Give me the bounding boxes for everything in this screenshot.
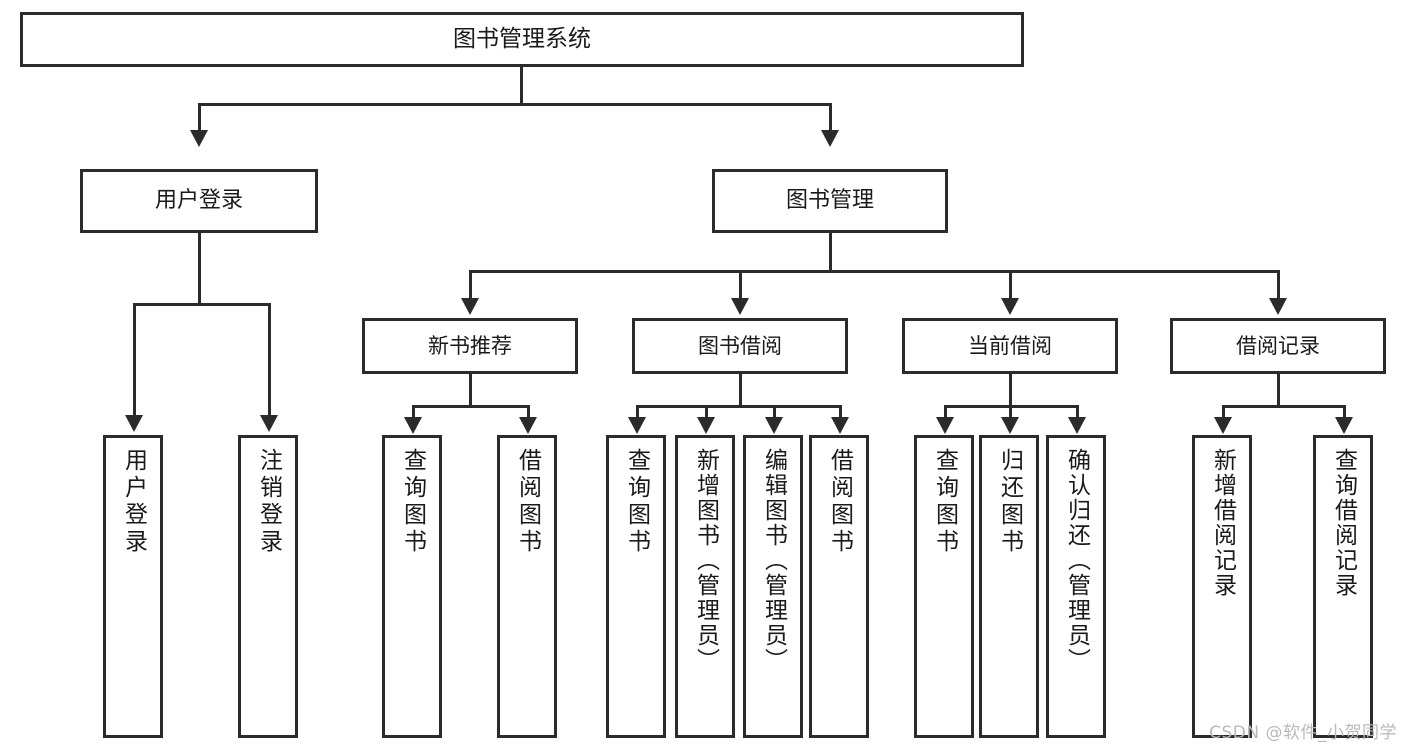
node-label: 查询图书 (623, 448, 650, 556)
node-label: 借阅图书 (514, 448, 541, 556)
connector-cb-drop-2 (1009, 405, 1012, 419)
arrow-to-edit-book (765, 417, 783, 434)
connector-br-stem (1277, 374, 1280, 405)
connector-nbr-drop-1 (412, 405, 415, 419)
connector-br-drop-2 (1343, 405, 1346, 419)
connector-book-management-stem (829, 233, 832, 270)
node-label: 图书管理 (785, 188, 874, 214)
arrow-to-logout-leaf (260, 415, 278, 432)
node-label: 归还图书 (996, 448, 1023, 556)
node-label: 用户登录 (154, 188, 243, 214)
node-new-book-recommend[interactable]: 新书推荐 (362, 318, 578, 374)
node-label: 新增图书（管理员） (692, 448, 719, 673)
leaf-add-book[interactable]: 新增图书（管理员） (675, 435, 735, 738)
arrow-to-return-book (1001, 417, 1019, 434)
node-user-login[interactable]: 用户登录 (80, 169, 318, 233)
node-label: 注销登录 (255, 448, 282, 556)
connector-root-stem (520, 67, 523, 103)
node-label: 查询借阅记录 (1330, 448, 1357, 598)
node-label: 编辑图书（管理员） (760, 448, 787, 673)
arrow-to-query-book-1 (404, 417, 422, 434)
connector-cb-drop-1 (944, 405, 947, 419)
connector-cb-drop-3 (1076, 405, 1079, 419)
connector-bm-drop-4 (1277, 270, 1280, 300)
arrow-to-book-borrow (731, 298, 749, 315)
connector-user-login-drop-2 (268, 303, 271, 417)
node-label: 确认归还（管理员） (1063, 448, 1090, 673)
leaf-logout[interactable]: 注销登录 (238, 435, 298, 738)
arrow-to-confirm-return (1068, 417, 1086, 434)
arrow-to-borrow-book-2 (831, 417, 849, 434)
leaf-query-book-2[interactable]: 查询图书 (606, 435, 666, 738)
node-current-borrow[interactable]: 当前借阅 (902, 318, 1118, 374)
connector-root-bus (198, 103, 832, 106)
connector-root-drop-right (829, 103, 832, 132)
node-book-borrow[interactable]: 图书借阅 (632, 318, 848, 374)
arrow-to-user-login (190, 130, 208, 147)
connector-bm-drop-2 (739, 270, 742, 300)
leaf-query-book-1[interactable]: 查询图书 (382, 435, 442, 738)
connector-bb-stem (739, 374, 742, 405)
connector-bb-drop-2 (705, 405, 708, 419)
leaf-confirm-return[interactable]: 确认归还（管理员） (1046, 435, 1106, 738)
leaf-borrow-book-1[interactable]: 借阅图书 (497, 435, 557, 738)
connector-user-login-stem (198, 233, 201, 303)
node-label: 查询图书 (931, 448, 958, 556)
connector-bm-drop-1 (469, 270, 472, 300)
connector-nbr-drop-2 (527, 405, 530, 419)
node-label: 图书借阅 (698, 333, 782, 358)
node-label: 新书推荐 (428, 333, 512, 358)
connector-nbr-stem (469, 374, 472, 405)
arrow-to-user-login-leaf (125, 415, 143, 432)
connector-bb-bus (636, 405, 842, 408)
node-root-system[interactable]: 图书管理系统 (20, 12, 1024, 67)
node-label: 新增借阅记录 (1209, 448, 1236, 598)
leaf-borrow-book-2[interactable]: 借阅图书 (809, 435, 869, 738)
connector-bm-drop-3 (1009, 270, 1012, 300)
leaf-query-borrow-record[interactable]: 查询借阅记录 (1313, 435, 1373, 738)
arrow-to-query-borrow-record (1335, 417, 1353, 434)
connector-bb-drop-3 (773, 405, 776, 419)
node-label: 借阅记录 (1236, 333, 1320, 358)
leaf-query-book-3[interactable]: 查询图书 (914, 435, 974, 738)
connector-bb-drop-1 (636, 405, 639, 419)
node-label: 借阅图书 (826, 448, 853, 556)
connector-br-bus (1222, 405, 1346, 408)
connector-user-login-bus (133, 303, 271, 306)
leaf-return-book[interactable]: 归还图书 (979, 435, 1039, 738)
node-label: 当前借阅 (968, 333, 1052, 358)
leaf-edit-book[interactable]: 编辑图书（管理员） (743, 435, 803, 738)
connector-br-drop-1 (1222, 405, 1225, 419)
arrow-to-borrow-record (1269, 298, 1287, 315)
node-borrow-record[interactable]: 借阅记录 (1170, 318, 1386, 374)
connector-bb-drop-4 (839, 405, 842, 419)
arrow-to-current-borrow (1001, 298, 1019, 315)
connector-user-login-drop-1 (133, 303, 136, 417)
connector-cb-stem (1009, 374, 1012, 405)
arrow-to-book-management (821, 130, 839, 147)
node-label: 查询图书 (399, 448, 426, 556)
arrow-to-borrow-book-1 (519, 417, 537, 434)
node-label: 用户登录 (120, 448, 147, 556)
leaf-user-login[interactable]: 用户登录 (103, 435, 163, 738)
node-label: 图书管理系统 (453, 25, 591, 52)
leaf-add-borrow-record[interactable]: 新增借阅记录 (1192, 435, 1252, 738)
connector-book-management-bus (469, 270, 1280, 273)
arrow-to-add-book (697, 417, 715, 434)
arrow-to-add-borrow-record (1214, 417, 1232, 434)
node-book-management[interactable]: 图书管理 (712, 169, 948, 233)
connector-root-drop-left (198, 103, 201, 132)
arrow-to-query-book-3 (936, 417, 954, 434)
arrow-to-query-book-2 (628, 417, 646, 434)
watermark: CSDN @软件_小贺同学 (1209, 723, 1397, 743)
connector-nbr-bus (412, 405, 530, 408)
arrow-to-new-book-recommend (461, 298, 479, 315)
